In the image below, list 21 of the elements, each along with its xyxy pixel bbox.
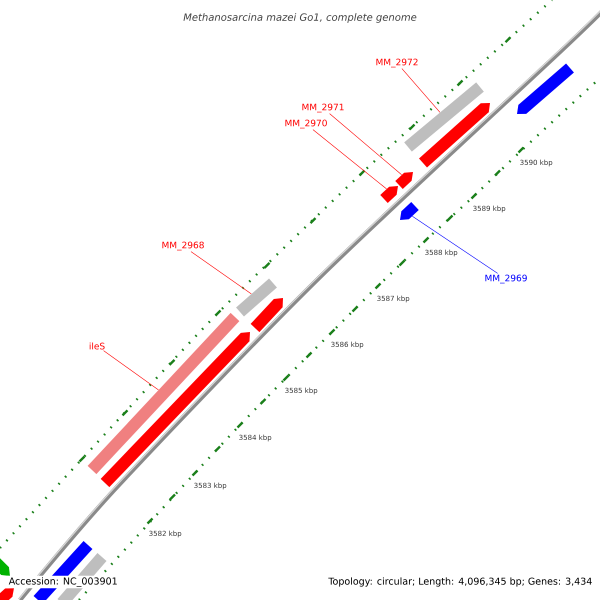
leader-line [190,251,252,294]
gene-label: MM_2971 [302,104,344,112]
gene-label: MM_2972 [376,58,418,68]
summary-text: Topology: circular; Length: 4,096,345 bp; Genes: 3,434 [326,576,594,588]
leader-line [412,216,498,274]
gene-feature [404,82,484,152]
gene-feature [400,202,419,220]
gene-label: MM_2969 [485,274,527,284]
title: Methanosarcina mazei Go1, complete genome [184,13,416,23]
gene-feature [88,312,240,474]
gene-label: MM_2968 [162,242,204,250]
leader-line [329,113,402,176]
gene-feature [395,172,413,190]
gene-feature [380,186,398,204]
accession-text: Accession: NC_003901 [7,576,120,588]
leader-line [402,68,440,113]
gene-label: ileS [90,342,105,350]
gene-label: MM_2970 [285,120,327,128]
leader-line [103,350,159,390]
gene-feature [236,278,277,316]
leader-line [312,129,387,190]
